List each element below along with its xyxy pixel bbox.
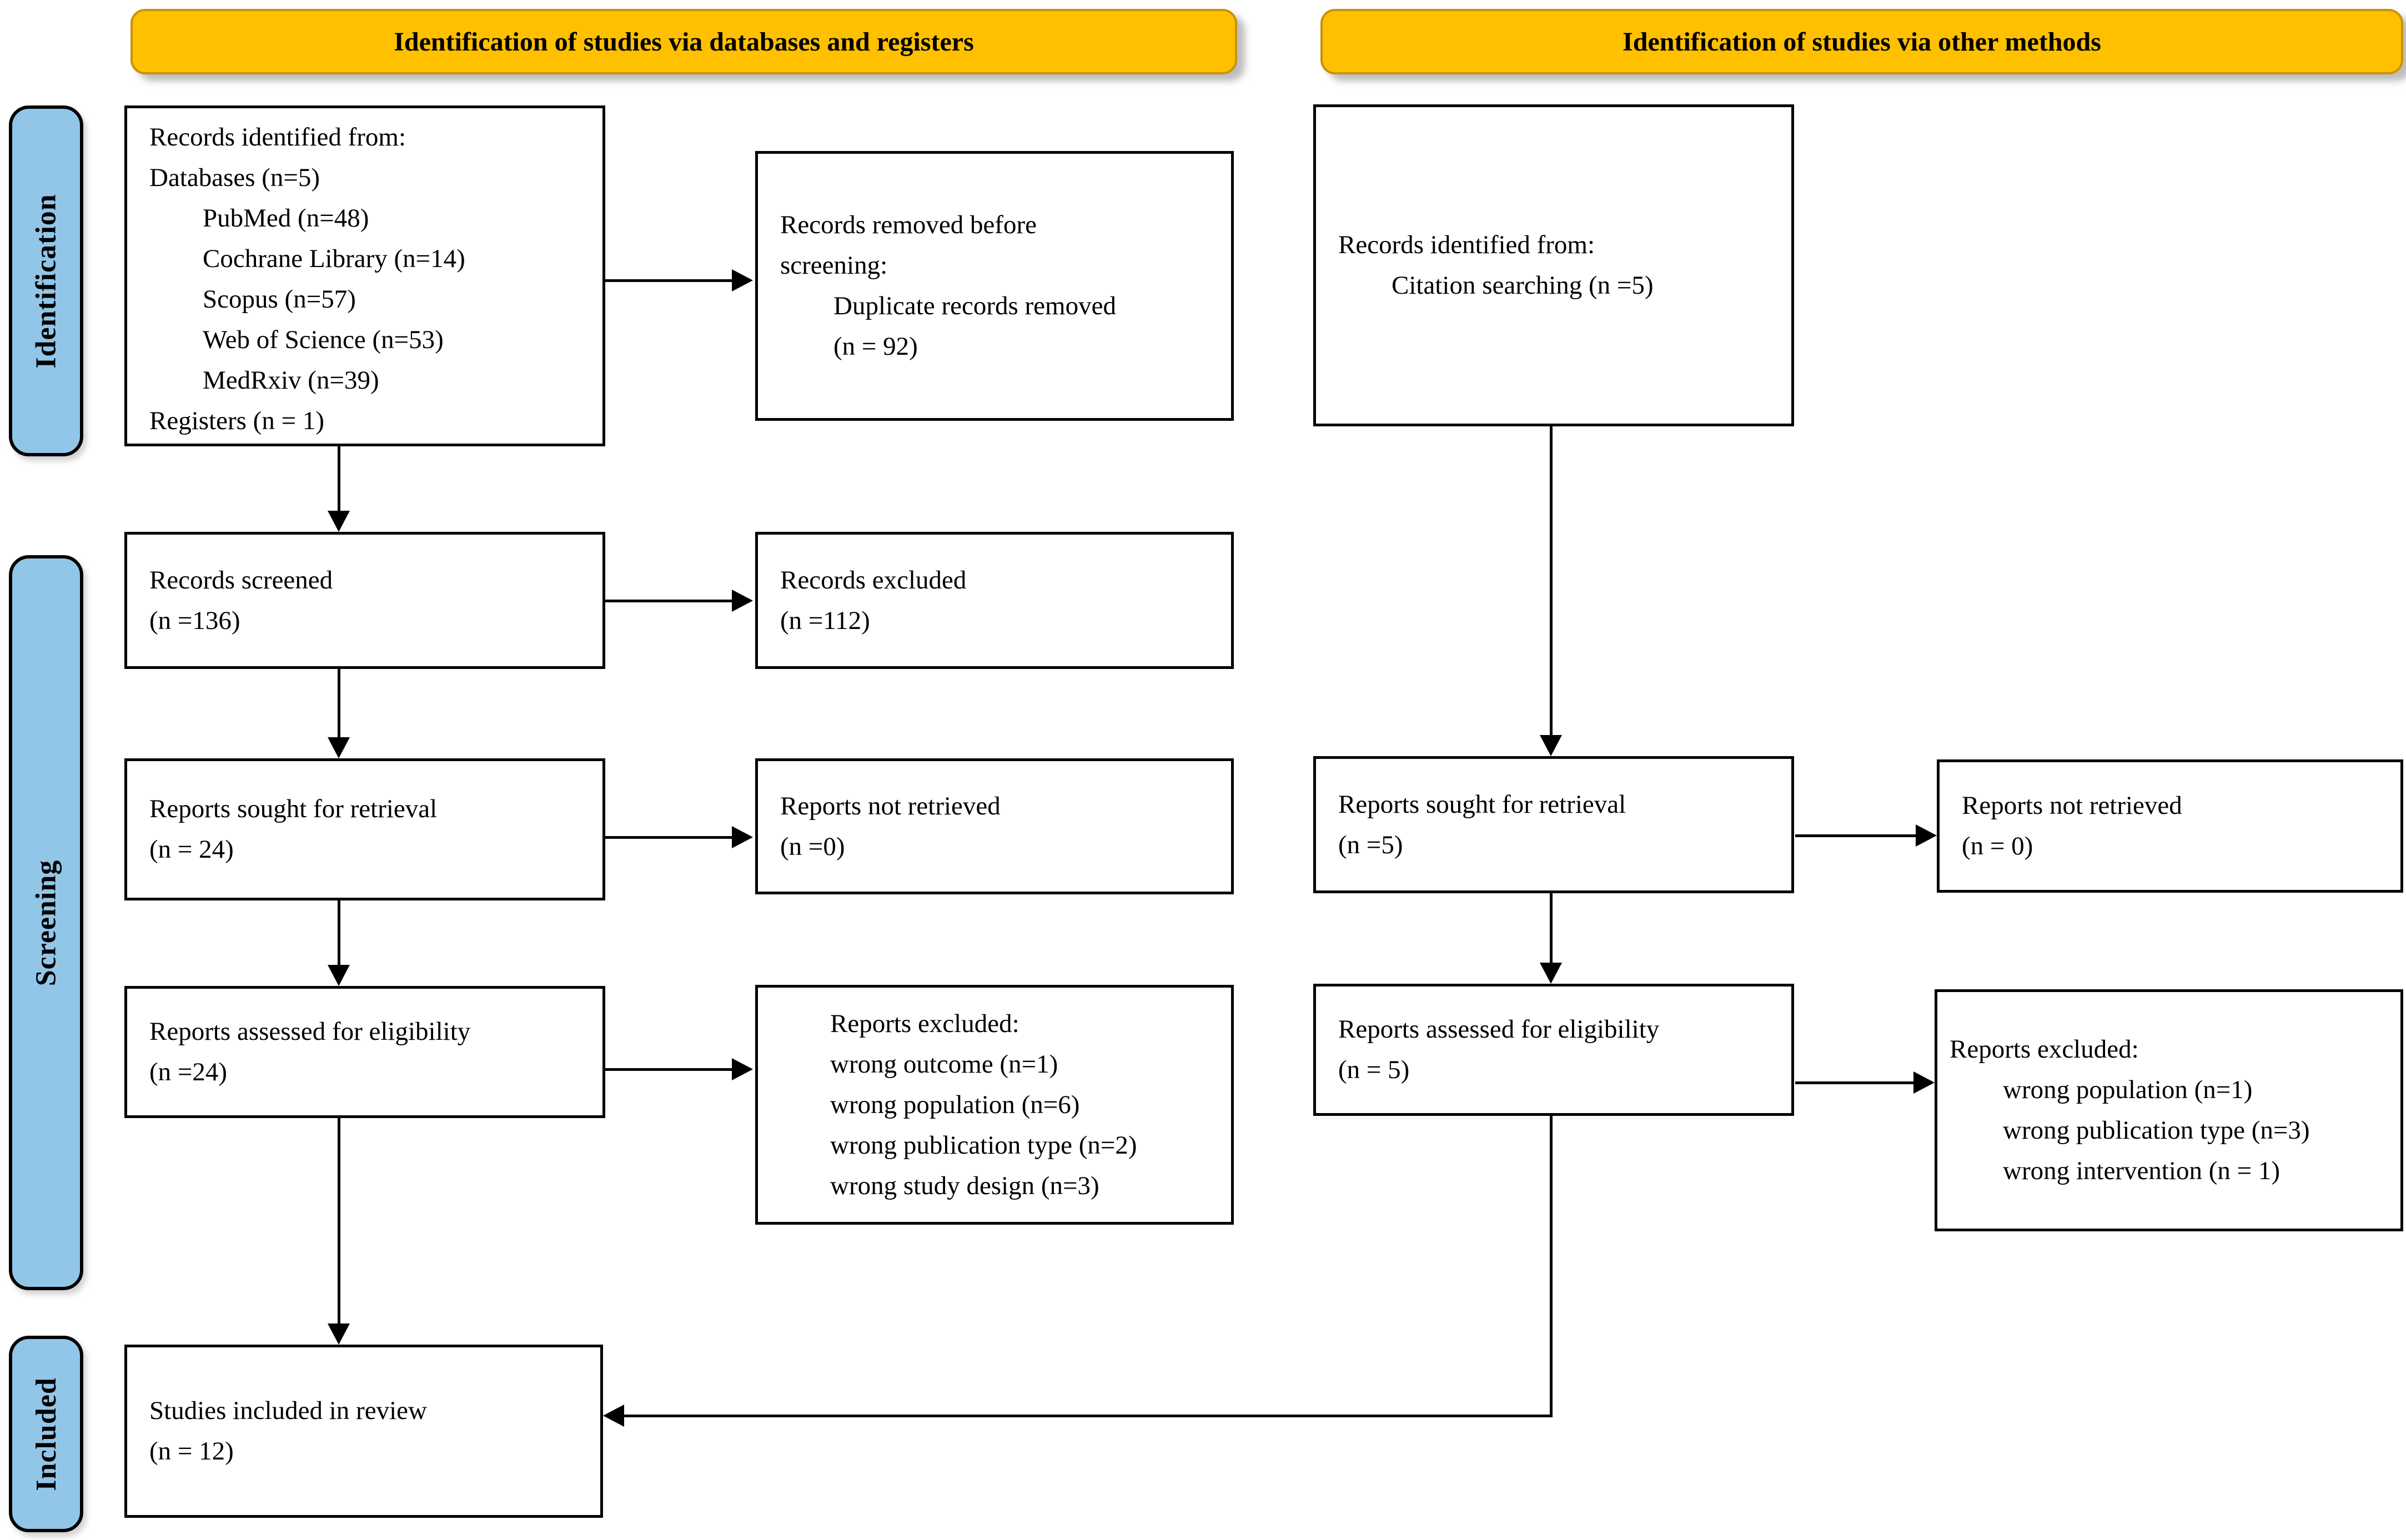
header-other-methods: Identification of studies via other meth… [1320, 9, 2403, 74]
box-reports-excluded-other: Reports excluded: wrong population (n=1) w… [1935, 989, 2403, 1231]
box-text-line: Scopus (n=57) [203, 285, 356, 314]
arrow-sought-to-assessed [338, 900, 340, 967]
arrow-sought-to-not-retrieved [605, 836, 734, 839]
box-records-removed: Records removed before screening: Duplicat… [755, 151, 1234, 421]
box-studies-included: Studies included in review (n = 12) [124, 1345, 603, 1518]
box-records-identified: Records identified from: Databases (n=5) P… [124, 105, 605, 446]
arrow-screened-to-excluded [605, 600, 734, 602]
stage-screening-label: Screening [30, 859, 62, 986]
box-text-line: PubMed (n=48) [203, 204, 369, 233]
arrow-sought-other-to-not-retrieved [1795, 834, 1917, 837]
box-text-line: Reports assessed for eligibility [149, 1017, 471, 1046]
box-text-line: Records removed before [780, 210, 1037, 239]
box-text-line: wrong outcome (n=1) [830, 1049, 1058, 1079]
box-text-line: wrong population (n=1) [2003, 1075, 2253, 1104]
stage-included-label: Included [30, 1377, 62, 1491]
box-text-line: Cochrane Library (n=14) [203, 244, 465, 273]
box-reports-sought-databases: Reports sought for retrieval (n = 24) [124, 758, 605, 900]
box-text-line: (n =24) [149, 1058, 228, 1086]
arrow-assessed-to-excluded [605, 1068, 734, 1071]
box-text-line: Studies included in review [149, 1396, 427, 1425]
box-text-line: MedRxiv (n=39) [203, 366, 379, 395]
arrowhead-assessed-to-excluded [732, 1058, 753, 1080]
box-text-line: screening: [780, 251, 888, 280]
box-reports-assessed-other: Reports assessed for eligibility (n = 5) [1313, 984, 1794, 1116]
box-text-line: (n = 24) [149, 835, 234, 864]
box-text-line: Databases (n=5) [149, 163, 320, 192]
box-citation-searching: Records identified from: Citation searchi… [1313, 104, 1794, 426]
arrow-identified-to-screened [338, 446, 340, 514]
box-text-line: Records excluded [780, 565, 967, 595]
box-records-excluded: Records excluded (n =112) [755, 532, 1234, 669]
arrowhead-assessed-to-included [328, 1323, 350, 1345]
box-text-line: wrong population (n=6) [830, 1090, 1080, 1119]
arrow-screened-to-sought [338, 669, 340, 740]
stage-identification-label: Identification [30, 193, 62, 369]
arrowhead-sought-to-assessed [328, 965, 350, 986]
arrowhead-sought-to-not-retrieved [732, 826, 753, 848]
box-text-line: (n = 12) [149, 1437, 234, 1466]
box-text-line: Citation searching (n =5) [1392, 271, 1654, 300]
box-text-line: (n =0) [780, 832, 845, 861]
box-text-line: wrong study design (n=3) [830, 1171, 1099, 1200]
header-databases-registers: Identification of studies via databases … [130, 9, 1237, 74]
box-text-line: Reports assessed for eligibility [1338, 1015, 1660, 1044]
arrow-citation-to-sought [1550, 426, 1553, 737]
stage-included: Included [9, 1336, 83, 1532]
box-text-line: Web of Science (n=53) [203, 325, 444, 354]
box-reports-excluded-databases: Reports excluded: wrong outcome (n=1) wron… [755, 985, 1234, 1225]
arrow-sought-other-to-assessed [1550, 893, 1553, 964]
box-text-line: (n =112) [780, 606, 870, 635]
box-text-line: wrong publication type (n=3) [2003, 1116, 2310, 1145]
arrowhead-citation-to-sought [1540, 735, 1562, 756]
arrow-identified-to-removed [605, 279, 734, 282]
box-text-line: Records identified from: [1338, 230, 1595, 259]
box-text-line: Records screened [149, 565, 333, 595]
box-text-line: (n = 0) [1962, 832, 2033, 860]
arrowhead-identified-to-screened [328, 511, 350, 532]
box-text-line: wrong intervention (n = 1) [2003, 1156, 2281, 1185]
box-text-line: Reports not retrieved [1962, 791, 2182, 820]
box-reports-assessed-databases: Reports assessed for eligibility (n =24) [124, 986, 605, 1118]
box-text-line: Reports sought for retrieval [1338, 789, 1626, 819]
box-text-line: (n =5) [1338, 830, 1403, 859]
box-reports-sought-other: Reports sought for retrieval (n =5) [1313, 756, 1794, 893]
box-text-line: Reports excluded: [830, 1009, 1019, 1038]
arrow-assessed-other-to-included-vertical [1550, 1116, 1553, 1417]
arrowhead-assessed-other-to-included [603, 1405, 624, 1427]
box-text-line: Registers (n = 1) [149, 406, 324, 435]
box-text-line: (n = 5) [1338, 1055, 1410, 1084]
arrowhead-assessed-other-to-excluded [1913, 1071, 1935, 1094]
arrowhead-sought-other-to-not-retrieved [1916, 824, 1937, 847]
box-reports-not-retrieved-databases: Reports not retrieved (n =0) [755, 758, 1234, 894]
arrowhead-sought-other-to-assessed [1540, 963, 1562, 984]
box-text-line: (n = 92) [833, 332, 918, 361]
box-text-line: Reports sought for retrieval [149, 794, 438, 823]
arrowhead-screened-to-excluded [732, 590, 753, 612]
box-text-line: Records identified from: [149, 123, 406, 152]
arrowhead-identified-to-removed [732, 269, 753, 291]
box-reports-not-retrieved-other: Reports not retrieved (n = 0) [1937, 759, 2403, 893]
arrowhead-screened-to-sought [328, 737, 350, 758]
arrow-assessed-other-to-included-horizontal [623, 1415, 1553, 1417]
arrow-assessed-other-to-excluded [1795, 1081, 1915, 1084]
box-text-line: (n =136) [149, 606, 240, 635]
box-records-screened: Records screened (n =136) [124, 532, 605, 669]
box-text-line: Duplicate records removed [833, 291, 1116, 320]
stage-screening: Screening [9, 555, 83, 1290]
arrow-assessed-to-included [338, 1118, 340, 1326]
box-text-line: Reports not retrieved [780, 791, 1001, 821]
box-text-line: wrong publication type (n=2) [830, 1130, 1137, 1160]
stage-identification: Identification [9, 105, 83, 456]
box-text-line: Reports excluded: [1950, 1035, 2139, 1064]
